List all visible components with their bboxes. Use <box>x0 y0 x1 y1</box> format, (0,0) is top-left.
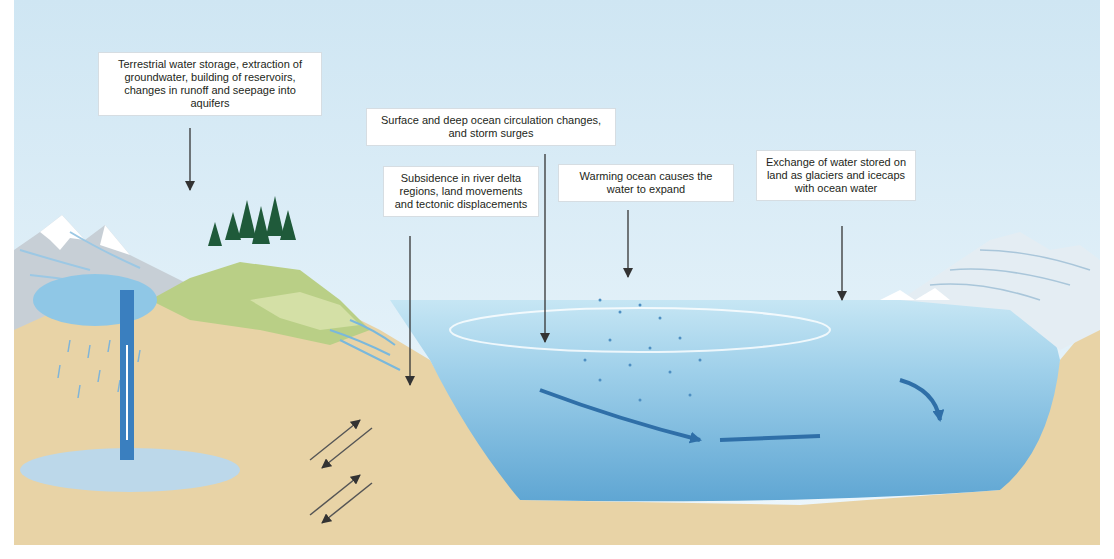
callout-box: Exchange of water stored on land as glac… <box>756 150 916 201</box>
well <box>120 290 134 460</box>
callout-box: Surface and deep ocean circulation chang… <box>366 108 616 146</box>
ground <box>14 280 1100 545</box>
callout-box: Terrestrial water storage, extraction of… <box>98 52 322 116</box>
trees <box>208 196 296 246</box>
pump-arrow <box>126 345 128 440</box>
deep-current <box>720 436 820 440</box>
callout-text: Warming ocean causes the water to expand <box>567 170 725 196</box>
sky <box>14 0 1100 545</box>
deep-current <box>540 390 700 440</box>
callout-text: Subsidence in river delta regions, land … <box>392 172 530 211</box>
callout-box: Warming ocean causes the water to expand <box>558 164 734 202</box>
mountain <box>14 215 190 330</box>
ocean <box>390 300 1060 501</box>
expansion-dots <box>584 299 702 402</box>
callout-text: Surface and deep ocean circulation chang… <box>375 114 607 140</box>
callout-text: Terrestrial water storage, extraction of… <box>107 58 313 110</box>
glacier-lines <box>930 250 1090 300</box>
surface-circulation <box>450 308 830 352</box>
tectonic-arrows <box>310 420 372 523</box>
callout-text: Exchange of water stored on land as glac… <box>765 156 907 195</box>
mountain-snow <box>40 215 130 255</box>
leader-lines <box>190 128 842 385</box>
callout-box: Subsidence in river delta regions, land … <box>383 166 539 217</box>
ice <box>880 288 950 300</box>
lake <box>33 274 157 326</box>
delta-channels <box>330 320 400 370</box>
deep-current <box>900 380 940 420</box>
fields <box>250 292 360 330</box>
